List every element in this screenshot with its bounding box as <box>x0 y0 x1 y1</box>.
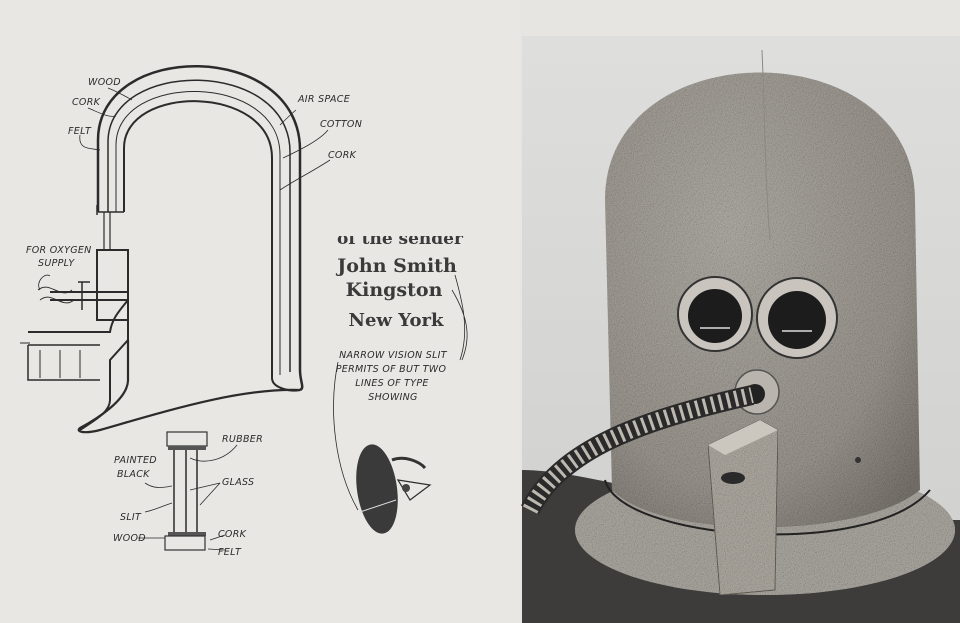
label-felt-slit: FELT <box>218 547 242 558</box>
note-line-1: NARROW VISION SLIT <box>339 350 448 361</box>
eye-slit-illustration <box>356 444 432 534</box>
label-cotton: COTTON <box>320 119 362 130</box>
label-wood: WOOD <box>88 77 121 88</box>
label-cork-slit: CORK <box>218 529 247 540</box>
label-black: BLACK <box>117 469 150 480</box>
label-cork-outer: CORK <box>72 97 101 108</box>
label-glass: GLASS <box>222 477 254 488</box>
label-oxygen-2: SUPPLY <box>38 258 75 269</box>
note-line-4: SHOWING <box>368 392 417 403</box>
label-air-space: AIR SPACE <box>297 94 350 105</box>
type-line-2: Kingston <box>346 279 443 301</box>
type-line-1: John Smith <box>335 255 457 277</box>
cut-line-top: of the sender <box>337 229 464 249</box>
helmet-labels: WOOD CORK FELT AIR SPACE COTTON CORK FOR… <box>26 77 362 269</box>
label-slit: SLIT <box>120 512 142 523</box>
label-rubber: RUBBER <box>222 434 263 445</box>
label-oxygen-1: FOR OXYGEN <box>26 245 92 256</box>
vision-note: NARROW VISION SLIT PERMITS OF BUT TWO LI… <box>333 350 448 511</box>
helmet-cross-section <box>20 65 331 434</box>
sample-type-text: of the sender John Smith Kingston New Yo… <box>335 229 468 361</box>
label-cork-inner: CORK <box>328 150 357 161</box>
label-felt: FELT <box>68 126 92 137</box>
label-painted: PAINTED <box>114 455 157 466</box>
helmet-photo <box>521 36 960 623</box>
note-line-3: LINES OF TYPE <box>355 378 428 389</box>
note-line-2: PERMITS OF BUT TWO <box>336 364 447 375</box>
label-wood-slit: WOOD <box>113 533 146 544</box>
cut-line-bottom: New York <box>349 310 444 331</box>
slit-detail: RUBBER PAINTED BLACK GLASS SLIT WOOD COR… <box>113 431 263 558</box>
